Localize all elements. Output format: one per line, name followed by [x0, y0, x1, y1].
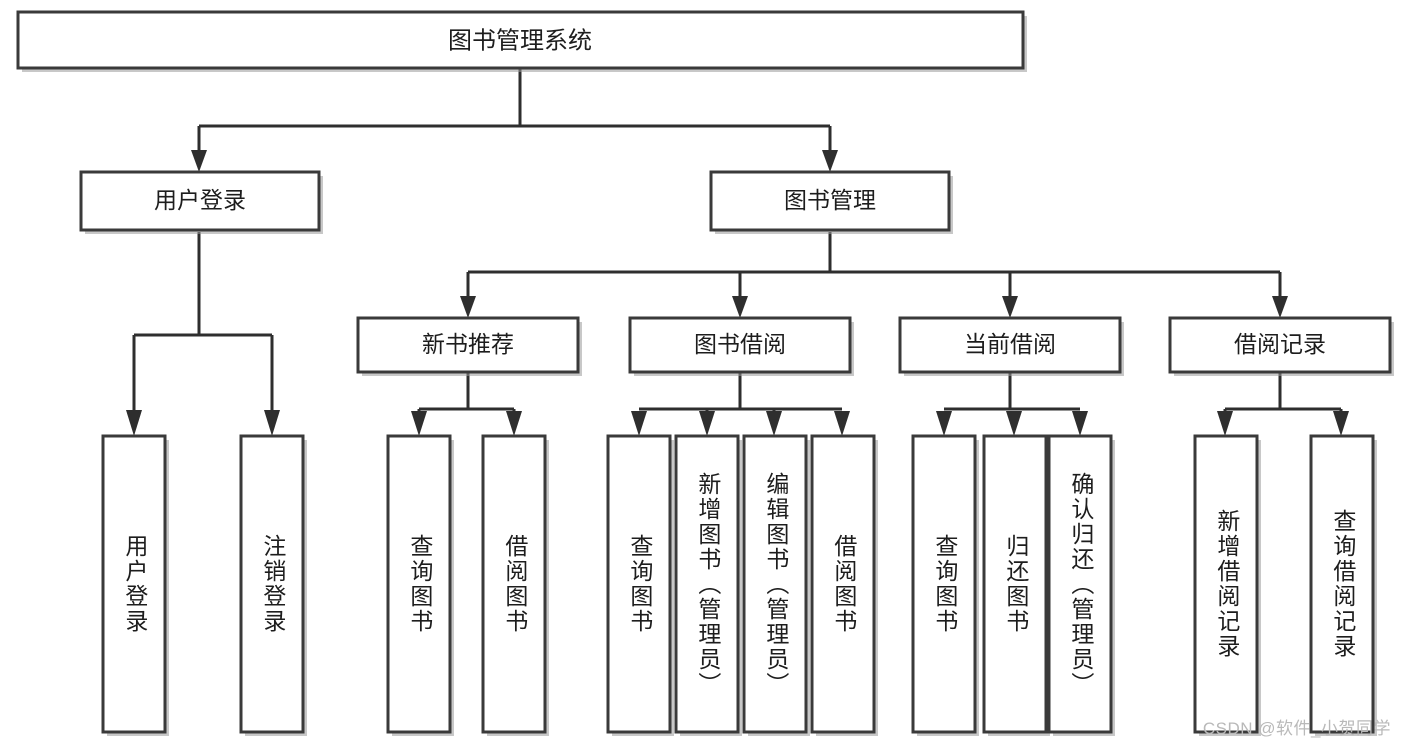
- csdn-watermark: CSDN @软件_小贺同学: [1202, 719, 1391, 738]
- leaf-borrow-record-1-box[interactable]: [1193, 434, 1259, 734]
- arrowhead-record-leaf2: [1333, 411, 1349, 436]
- node-current-borrow-label: 当前借阅: [964, 331, 1056, 357]
- leaf-book-borrow-4-box[interactable]: [810, 434, 876, 734]
- node-book-management-label: 图书管理: [784, 187, 876, 213]
- leaf-current-borrow-1[interactable]: [911, 434, 979, 736]
- arrowhead-newbook-leaf1: [411, 411, 427, 436]
- node-root[interactable]: 图书管理系统: [16, 10, 1027, 72]
- arrowhead-bookmgmt-l3-2: [732, 296, 748, 318]
- node-current-borrow-box[interactable]: [898, 316, 1122, 374]
- arrowhead-borrow-leaf4: [834, 411, 850, 436]
- node-new-book-recommend-label: 新书推荐: [422, 331, 514, 357]
- leaf-borrow-record-1[interactable]: [1193, 434, 1261, 736]
- node-book-management[interactable]: 图书管理: [709, 170, 953, 234]
- leaf-new-book-1-box[interactable]: [386, 434, 452, 734]
- leaf-current-borrow-1-box[interactable]: [911, 434, 977, 734]
- leaf-current-borrow-3[interactable]: [1047, 434, 1115, 736]
- leaf-book-borrow-3-box[interactable]: [742, 434, 808, 734]
- arrowhead-bookmgmt-l3-1: [460, 296, 476, 318]
- leaf-current-borrow-2-box[interactable]: [982, 434, 1048, 734]
- arrowhead-record-leaf1: [1217, 411, 1233, 436]
- arrowhead-borrow-leaf1: [631, 411, 647, 436]
- leaf-new-book-1[interactable]: [386, 434, 454, 736]
- node-borrow-record-box[interactable]: [1168, 316, 1392, 374]
- node-new-book-recommend[interactable]: 新书推荐: [356, 316, 582, 376]
- arrowhead-root-to-book-mgmt: [822, 150, 838, 172]
- node-user-login-box[interactable]: [79, 170, 321, 232]
- node-root-box[interactable]: [16, 10, 1025, 70]
- node-book-borrow[interactable]: 图书借阅: [628, 316, 854, 376]
- arrowhead-borrow-leaf3: [766, 411, 782, 436]
- arrowhead-root-to-user-login: [191, 150, 207, 172]
- leaf-book-borrow-3[interactable]: [742, 434, 810, 736]
- arrowhead-current-leaf1: [936, 411, 952, 436]
- node-book-borrow-box[interactable]: [628, 316, 852, 374]
- leaf-borrow-record-2-box[interactable]: [1309, 434, 1375, 734]
- node-user-login[interactable]: 用户登录: [79, 170, 323, 234]
- leaf-book-borrow-4[interactable]: [810, 434, 878, 736]
- leaf-book-borrow-1[interactable]: [606, 434, 674, 736]
- node-borrow-record-label: 借阅记录: [1234, 331, 1326, 357]
- edges-layer: [126, 68, 1349, 436]
- arrowhead-current-leaf2: [1006, 411, 1022, 436]
- leaf-user-login-2[interactable]: [239, 434, 307, 736]
- node-root-label: 图书管理系统: [448, 27, 592, 54]
- leaf-book-borrow-2[interactable]: [674, 434, 742, 736]
- arrowhead-userlogin-leaf1: [126, 410, 142, 436]
- arrowhead-bookmgmt-l3-3: [1002, 296, 1018, 318]
- node-current-borrow[interactable]: 当前借阅: [898, 316, 1124, 376]
- leaf-current-borrow-3-box[interactable]: [1047, 434, 1113, 734]
- leaf-book-borrow-1-box[interactable]: [606, 434, 672, 734]
- arrowhead-borrow-leaf2: [699, 411, 715, 436]
- arrowhead-newbook-leaf2: [506, 411, 522, 436]
- leaf-new-book-2[interactable]: [481, 434, 549, 736]
- arrowhead-userlogin-leaf2: [264, 410, 280, 436]
- arrowhead-bookmgmt-l3-4: [1272, 296, 1288, 318]
- node-book-management-box[interactable]: [709, 170, 951, 232]
- leaf-book-borrow-2-box[interactable]: [674, 434, 740, 734]
- leaf-borrow-record-2[interactable]: [1309, 434, 1377, 736]
- node-new-book-recommend-box[interactable]: [356, 316, 580, 374]
- leaf-user-login-1-box[interactable]: [101, 434, 167, 734]
- leaf-current-borrow-2[interactable]: [982, 434, 1050, 736]
- leaf-user-login-2-box[interactable]: [239, 434, 305, 734]
- arrowhead-current-leaf3: [1072, 411, 1088, 436]
- nodes-layer: 图书管理系统 用户登录 图书管理 新书推荐: [16, 10, 1394, 736]
- node-borrow-record[interactable]: 借阅记录: [1168, 316, 1394, 376]
- leaf-user-login-1[interactable]: [101, 434, 169, 736]
- leaf-new-book-2-box[interactable]: [481, 434, 547, 734]
- node-book-borrow-label: 图书借阅: [694, 331, 786, 357]
- node-user-login-label: 用户登录: [154, 187, 246, 213]
